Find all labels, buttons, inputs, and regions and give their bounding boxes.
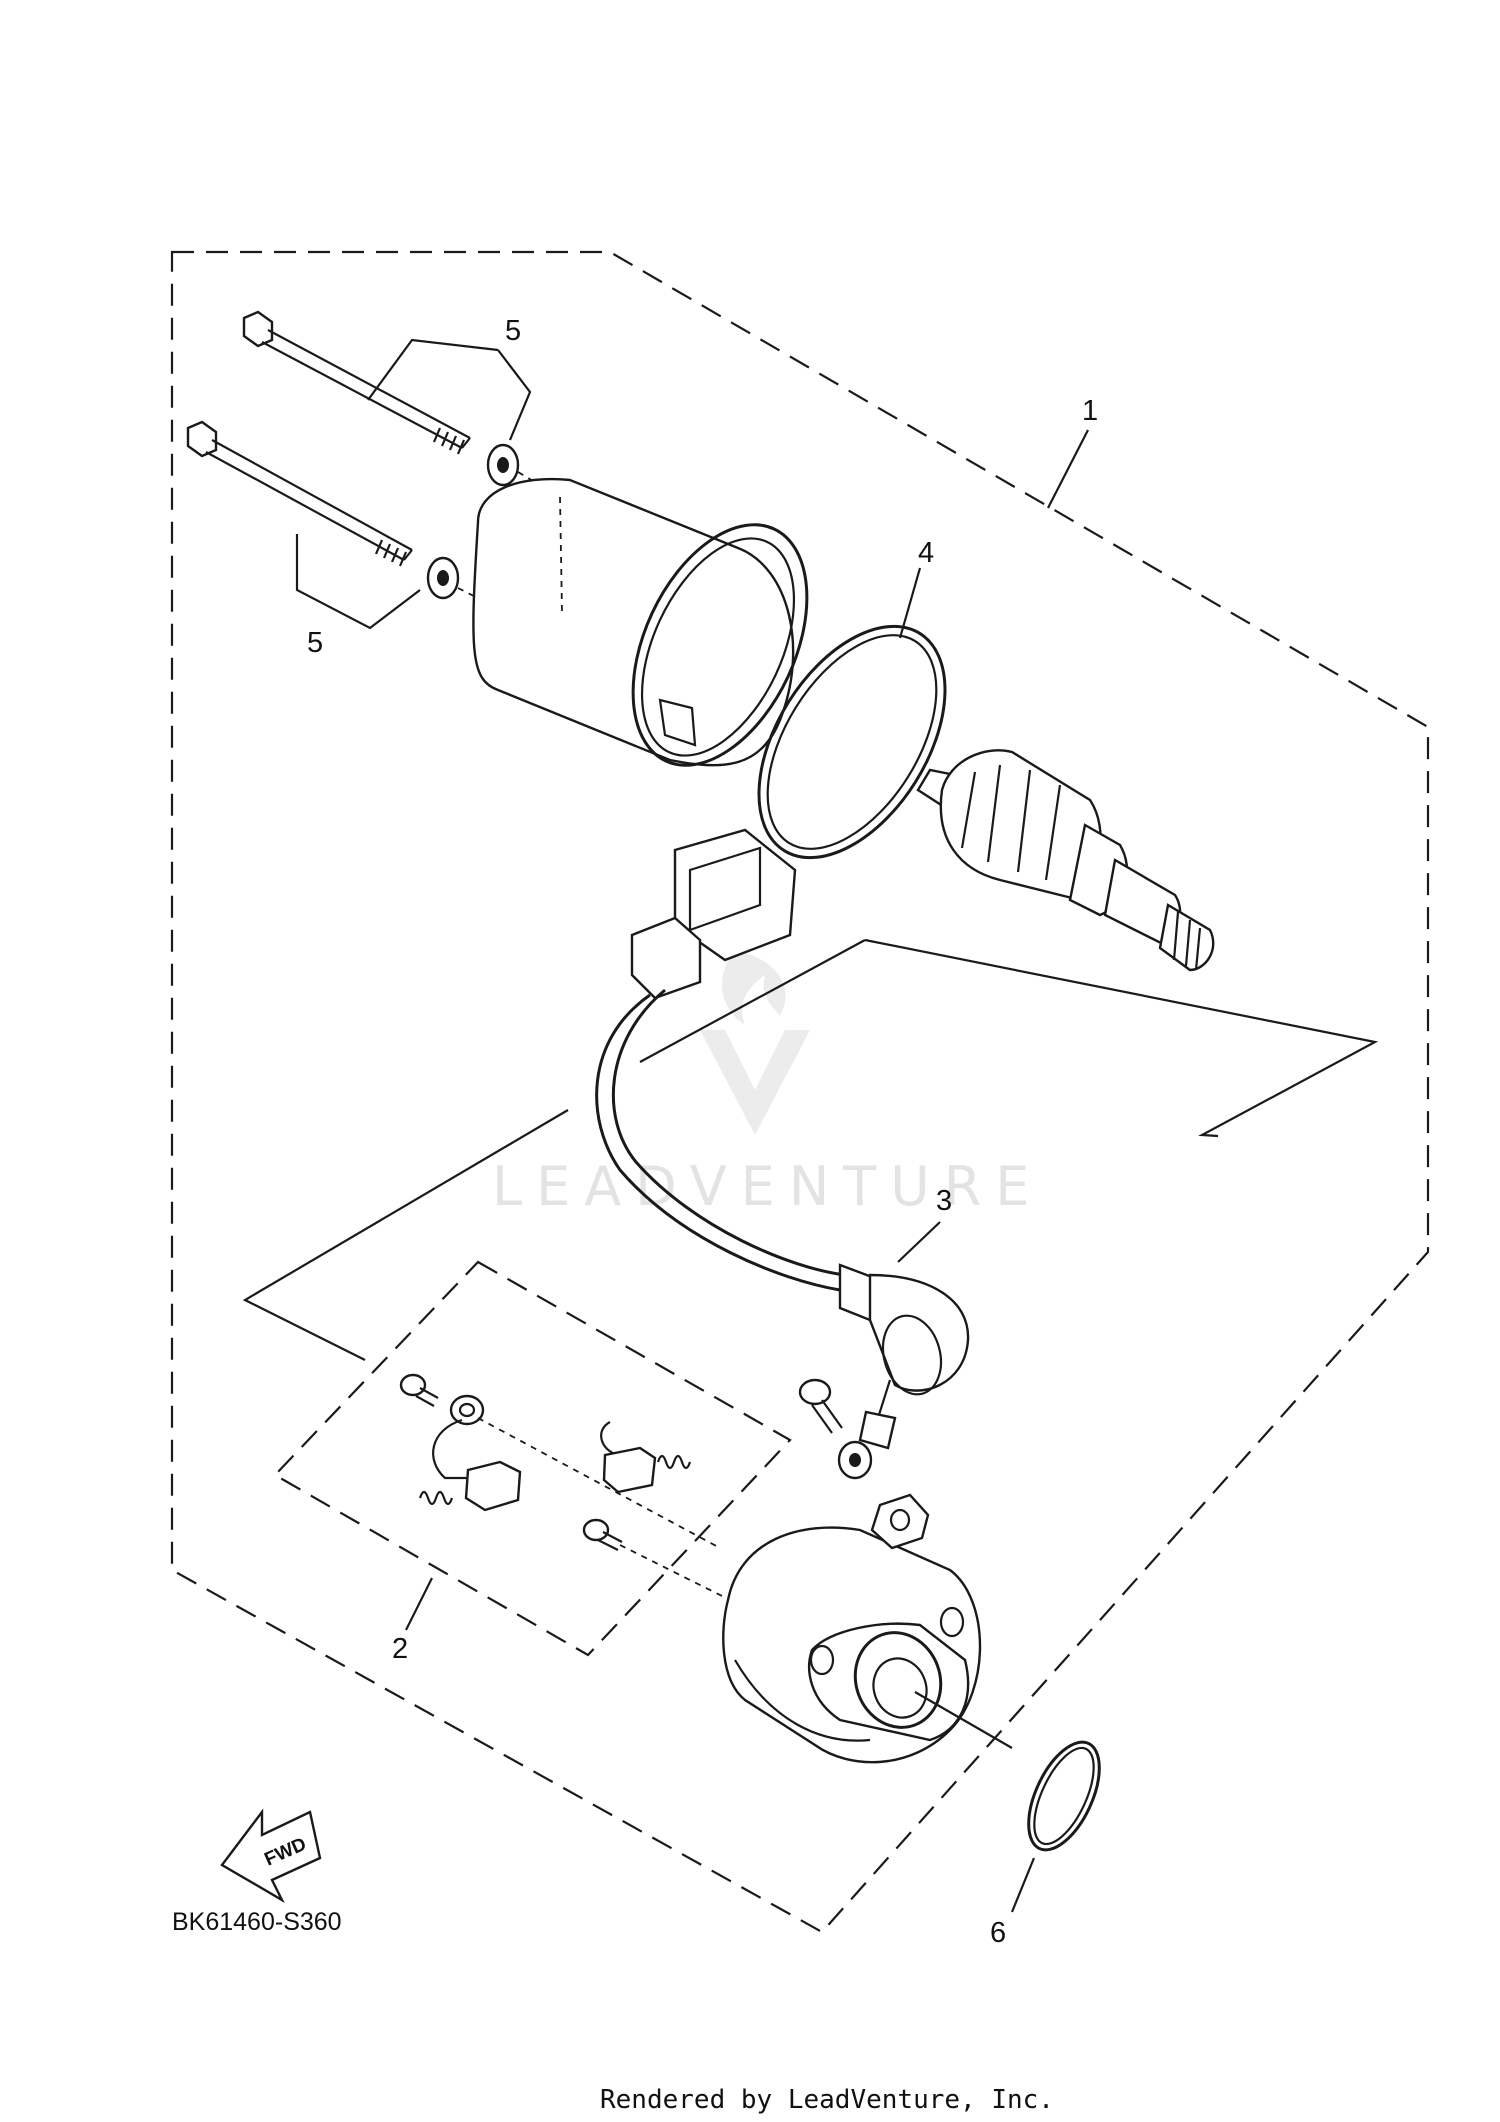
assembly-reference-plane (242, 938, 1379, 1361)
brush-left (464, 1460, 522, 1512)
yoke-o-ring (757, 624, 947, 860)
brush-lead (432, 1418, 470, 1480)
callout-5-bolt-washer-top: 5 (505, 315, 521, 347)
callout-4-yoke-o-ring: 4 (918, 537, 934, 569)
brush-washer (449, 1394, 485, 1426)
callout-5-bolt-washer-bottom: 5 (307, 627, 323, 659)
callout-3-lead-wire: 3 (936, 1185, 952, 1217)
brush-right-lead (600, 1421, 619, 1457)
spring-right (656, 1454, 692, 1470)
brush-set-boundary (273, 1260, 792, 1657)
rear-cover (722, 1493, 982, 1764)
motor-yoke (472, 477, 809, 767)
watermark-text: LEADVENTURE (492, 1155, 1043, 1218)
callout-leader-lines (295, 338, 1089, 1913)
brush-screw-lower (582, 1518, 623, 1551)
forward-arrow-icon (220, 1808, 322, 1904)
forward-direction-marker: FWD (220, 1808, 322, 1904)
lead-wire (595, 828, 970, 1480)
washer-bottom (426, 556, 460, 600)
through-bolt-bottom (186, 420, 413, 567)
o-ring-alignment-line (914, 1691, 1013, 1749)
leadventure-logo-icon (700, 950, 810, 1135)
callout-2-brush-set: 2 (392, 1633, 408, 1665)
brush-alignment-line (477, 1417, 731, 1601)
rear-cover-o-ring (1027, 1740, 1101, 1852)
leadventure-watermark: LEADVENTURE (492, 950, 1043, 1218)
starter-motor-assembly-boundary (170, 250, 1430, 1934)
washer-top (486, 443, 520, 487)
through-bolt-top (242, 310, 471, 455)
diagram-code: BK61460-S360 (172, 1908, 342, 1936)
spring-left (418, 1490, 454, 1506)
callout-6-cover-o-ring: 6 (990, 1917, 1006, 1949)
terminal-screw (798, 1378, 843, 1434)
callout-1-starter-motor: 1 (1082, 395, 1098, 427)
armature (916, 749, 1215, 972)
brush-set-parts (399, 1373, 731, 1601)
brush-screw-small (399, 1373, 439, 1407)
footer-credit: Rendered by LeadVenture, Inc. (600, 2085, 1054, 2115)
brush-right (602, 1446, 657, 1494)
